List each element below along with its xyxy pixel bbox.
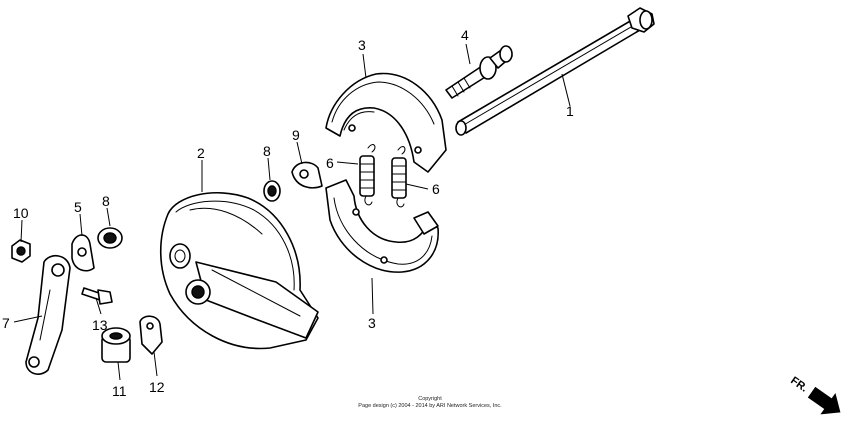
- callout-6-right: 6: [432, 181, 440, 197]
- callout-12: 12: [149, 379, 165, 395]
- part-brake-cam: [445, 45, 513, 99]
- part-brake-indicator: [71, 234, 95, 272]
- part-spring-right: [391, 146, 407, 208]
- front-direction-label: FR.: [788, 375, 809, 395]
- part-dust-seal-left: [97, 227, 123, 249]
- callout-8-left: 8: [102, 193, 110, 209]
- part-brake-shoe-lower: [325, 179, 439, 273]
- front-direction-arrow-icon: [807, 386, 841, 415]
- callout-13: 13: [92, 317, 108, 333]
- part-bolt: [81, 287, 113, 305]
- part-axle: [455, 7, 655, 136]
- part-wear-indicator-plate: [291, 161, 323, 189]
- part-brake-panel: [159, 191, 319, 350]
- part-collar: [101, 327, 131, 363]
- callout-2: 2: [197, 145, 205, 161]
- copyright-line-1: Copyright: [418, 396, 442, 402]
- front-direction-indicator: FR.: [788, 375, 841, 415]
- part-spring-left: [359, 144, 376, 206]
- callout-10: 10: [13, 205, 29, 221]
- leader-lines: [13, 43, 571, 381]
- part-brake-arm: [25, 255, 71, 375]
- part-brake-shoe-upper: [325, 72, 447, 173]
- callout-7: 7: [2, 315, 10, 331]
- part-clip: [139, 315, 163, 355]
- copyright-notice: Copyright Page design (c) 2004 - 2014 by…: [330, 396, 530, 410]
- callout-3-bottom: 3: [368, 315, 376, 331]
- callout-5: 5: [74, 199, 82, 215]
- part-dust-seal-mid: [263, 180, 281, 202]
- callout-9: 9: [292, 127, 300, 143]
- callout-11: 11: [112, 383, 127, 399]
- callout-6-left: 6: [326, 155, 334, 171]
- callout-3-top: 3: [358, 37, 366, 53]
- callout-1: 1: [566, 103, 574, 119]
- callout-4: 4: [461, 27, 469, 43]
- callout-8-mid: 8: [263, 143, 271, 159]
- part-nut: [11, 239, 31, 263]
- copyright-line-2: Page design (c) 2004 - 2014 by ARI Netwo…: [358, 403, 502, 409]
